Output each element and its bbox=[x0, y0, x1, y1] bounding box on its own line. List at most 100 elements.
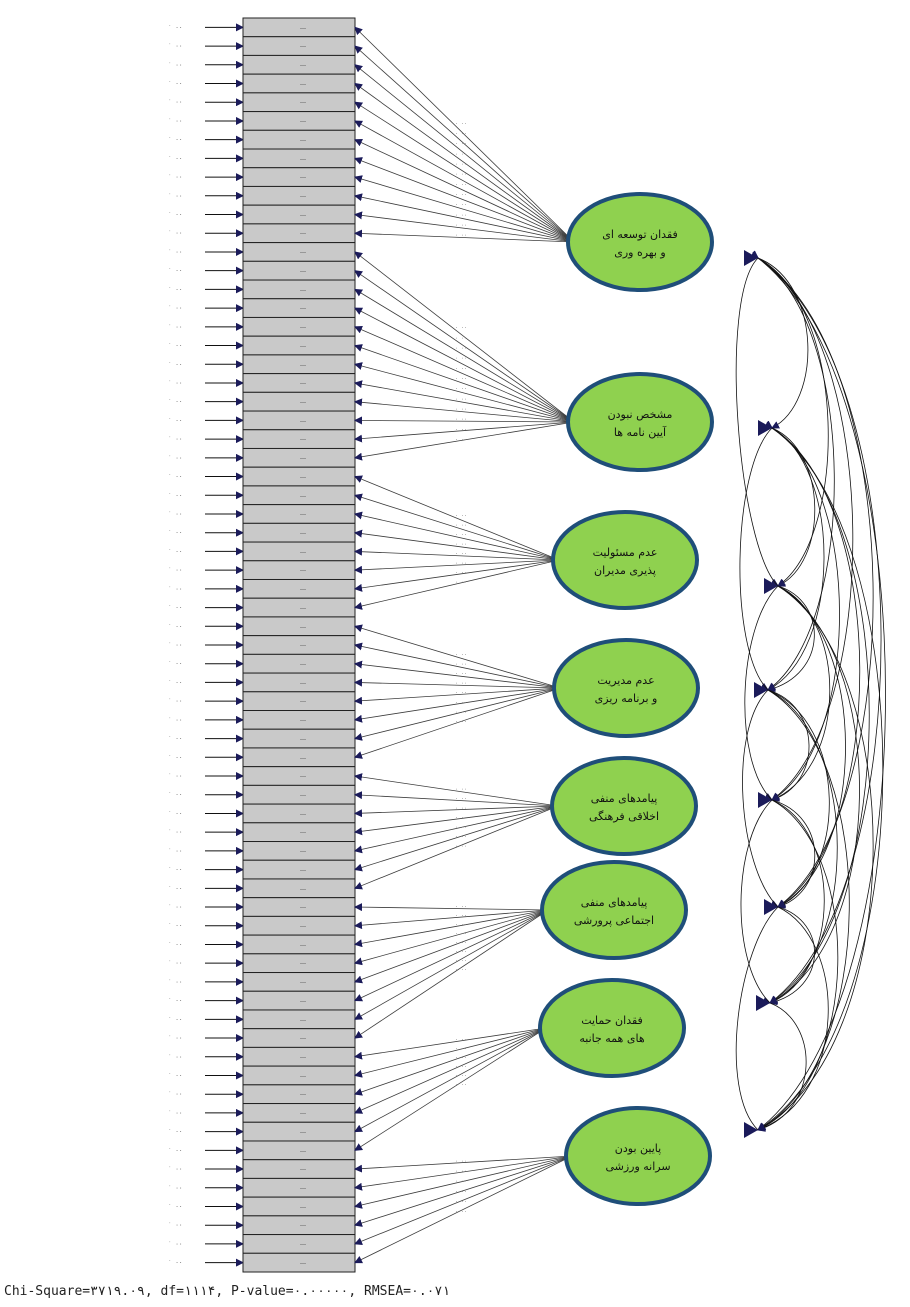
indicator-box: ‒‒ bbox=[242, 747, 356, 768]
loading-value-mark: · ·· bbox=[455, 1159, 467, 1165]
covariance-curve bbox=[763, 421, 816, 587]
indicator-label-mark: ‒‒ bbox=[300, 194, 307, 200]
error-value-mark: ˙ ·· bbox=[168, 1241, 182, 1248]
loading-value-mark: · ·· bbox=[455, 719, 467, 725]
indicator-box: ‒‒ bbox=[242, 485, 356, 506]
indicator-label-mark: ‒‒ bbox=[300, 1148, 307, 1154]
error-value-mark: ˙ ·· bbox=[168, 923, 182, 930]
factor-ellipse bbox=[552, 638, 700, 738]
covariance-curve bbox=[769, 579, 846, 908]
error-value-mark: ˙ ·· bbox=[168, 717, 182, 724]
error-value-mark: ˙ ·· bbox=[168, 343, 182, 350]
loading-value-mark: · ·· bbox=[455, 172, 467, 178]
error-value-mark: ˙ ·· bbox=[168, 904, 182, 911]
indicator-label-mark: ‒‒ bbox=[300, 793, 307, 799]
arrow-head-icon bbox=[764, 578, 778, 594]
indicator-label-mark: ‒‒ bbox=[300, 418, 307, 424]
loading-path bbox=[354, 559, 560, 610]
loading-value-mark: · ·· bbox=[455, 407, 467, 413]
indicator-label-mark: ‒‒ bbox=[300, 587, 307, 593]
covariance-curve bbox=[769, 579, 831, 801]
indicator-box: ‒‒ bbox=[242, 73, 356, 94]
loading-path bbox=[354, 909, 549, 984]
error-value-mark: ˙ ·· bbox=[168, 492, 182, 499]
factor-ellipse bbox=[551, 510, 699, 610]
error-value-mark: ˙ ·· bbox=[168, 174, 182, 181]
loading-value-mark: · ·· bbox=[455, 905, 467, 911]
error-value-mark: ˙ ·· bbox=[168, 455, 182, 462]
indicator-box: ‒‒ bbox=[242, 1121, 356, 1142]
loading-value-mark: · ·· bbox=[455, 523, 467, 529]
loading-path bbox=[354, 362, 575, 423]
error-value-mark: ˙ ·· bbox=[168, 698, 182, 705]
indicator-box: ‒‒ bbox=[242, 223, 356, 244]
factor-label: سرانه ورزشی bbox=[605, 1160, 670, 1173]
indicator-box: ‒‒ bbox=[242, 1252, 356, 1273]
loading-value-mark: · ·· bbox=[455, 121, 467, 127]
error-value-mark: ˙ ·· bbox=[168, 1260, 182, 1267]
indicator-box: ‒‒ bbox=[242, 1065, 356, 1086]
loading-path bbox=[354, 511, 560, 561]
indicator-label-mark: ‒‒ bbox=[300, 156, 307, 162]
loading-path bbox=[354, 1155, 573, 1264]
factor-label: عدم مسئولیت bbox=[593, 546, 658, 559]
covariance-curve bbox=[757, 996, 807, 1132]
loading-path bbox=[354, 1155, 573, 1227]
indicator-label-mark: ‒‒ bbox=[300, 1017, 307, 1023]
indicator-label-mark: ‒‒ bbox=[300, 718, 307, 724]
loading-value-mark: · ·· bbox=[455, 691, 467, 697]
loading-value-mark: · ·· bbox=[455, 1056, 467, 1062]
indicator-box: ‒‒ bbox=[242, 242, 356, 262]
indicator-label-mark: ‒‒ bbox=[300, 475, 307, 481]
indicator-label-mark: ‒‒ bbox=[300, 1186, 307, 1192]
fit-statistics: Chi-Square=۳۷۱۹.۰۹, df=۱۱۱۴, P-value=۰.۰… bbox=[4, 1284, 451, 1299]
indicator-label-mark: ‒‒ bbox=[300, 287, 307, 293]
indicator-label-mark: ‒‒ bbox=[300, 437, 307, 443]
loading-path bbox=[354, 380, 575, 423]
loading-path bbox=[354, 805, 559, 854]
indicator-box: ‒‒ bbox=[242, 897, 356, 917]
indicator-label-mark: ‒‒ bbox=[300, 980, 307, 986]
loading-path bbox=[354, 660, 561, 689]
error-value-mark: ˙ ·· bbox=[168, 810, 182, 817]
indicator-box: ‒‒ bbox=[242, 316, 356, 337]
error-value-mark: ˙ ·· bbox=[168, 268, 182, 275]
covariance-curve bbox=[744, 585, 779, 801]
loading-value-mark: · ·· bbox=[455, 182, 467, 188]
covariance-curve bbox=[749, 250, 835, 691]
indicator-box: ‒‒ bbox=[242, 1196, 356, 1217]
covariance-curve bbox=[767, 580, 815, 693]
loading-path bbox=[354, 193, 575, 243]
loading-value-mark: · ·· bbox=[455, 376, 467, 382]
error-value-mark: ˙ ·· bbox=[168, 1203, 182, 1210]
factor-ellipse bbox=[540, 860, 688, 960]
indicator-box: ‒‒ bbox=[242, 354, 356, 375]
loading-path bbox=[354, 903, 549, 912]
loading-path bbox=[354, 26, 575, 243]
error-value-mark: ˙ ·· bbox=[168, 679, 182, 686]
indicator-box: ‒‒ bbox=[242, 560, 356, 580]
factor-label: پیامدهای منفی bbox=[581, 896, 648, 909]
loading-path bbox=[354, 270, 575, 423]
covariance-curve bbox=[757, 900, 829, 1132]
loading-value-mark: · ·· bbox=[455, 203, 467, 209]
loading-value-mark: · ·· bbox=[455, 806, 467, 812]
error-value-mark: ˙ ·· bbox=[168, 1091, 182, 1098]
indicator-box: ‒‒ bbox=[242, 1159, 356, 1179]
covariance-curve bbox=[742, 689, 779, 908]
loading-value-mark: · ·· bbox=[455, 1169, 467, 1175]
loading-path bbox=[354, 1155, 573, 1209]
loading-value-mark: · ·· bbox=[455, 1189, 467, 1195]
loading-path bbox=[354, 805, 559, 890]
error-value-mark: ˙ ·· bbox=[168, 1035, 182, 1042]
loading-value-mark: · ·· bbox=[455, 672, 467, 678]
loading-value-mark: · ·· bbox=[455, 437, 467, 443]
error-value-mark: ˙ ·· bbox=[168, 530, 182, 537]
indicator-label-mark: ‒‒ bbox=[300, 493, 307, 499]
indicator-label-mark: ‒‒ bbox=[300, 868, 307, 874]
covariance-curve bbox=[735, 906, 779, 1131]
loading-value-mark: · ·· bbox=[455, 787, 467, 793]
loading-value-mark: · ·· bbox=[455, 652, 467, 658]
